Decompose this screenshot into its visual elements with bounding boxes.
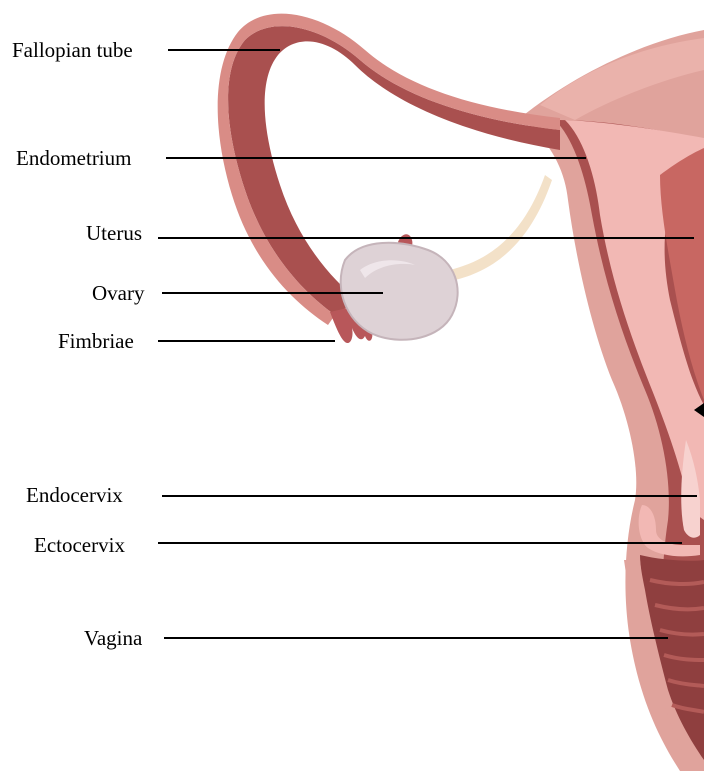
label-endocervix: Endocervix	[26, 485, 123, 506]
ovarian-ligament	[450, 175, 552, 280]
label-fimbriae: Fimbriae	[58, 331, 134, 352]
label-ovary: Ovary	[92, 283, 144, 304]
ovary	[341, 243, 458, 340]
label-ectocervix: Ectocervix	[34, 535, 125, 556]
label-vagina: Vagina	[84, 628, 142, 649]
label-endometrium: Endometrium	[16, 148, 131, 169]
label-uterus: Uterus	[86, 223, 142, 244]
label-fallopian-tube: Fallopian tube	[12, 40, 133, 61]
